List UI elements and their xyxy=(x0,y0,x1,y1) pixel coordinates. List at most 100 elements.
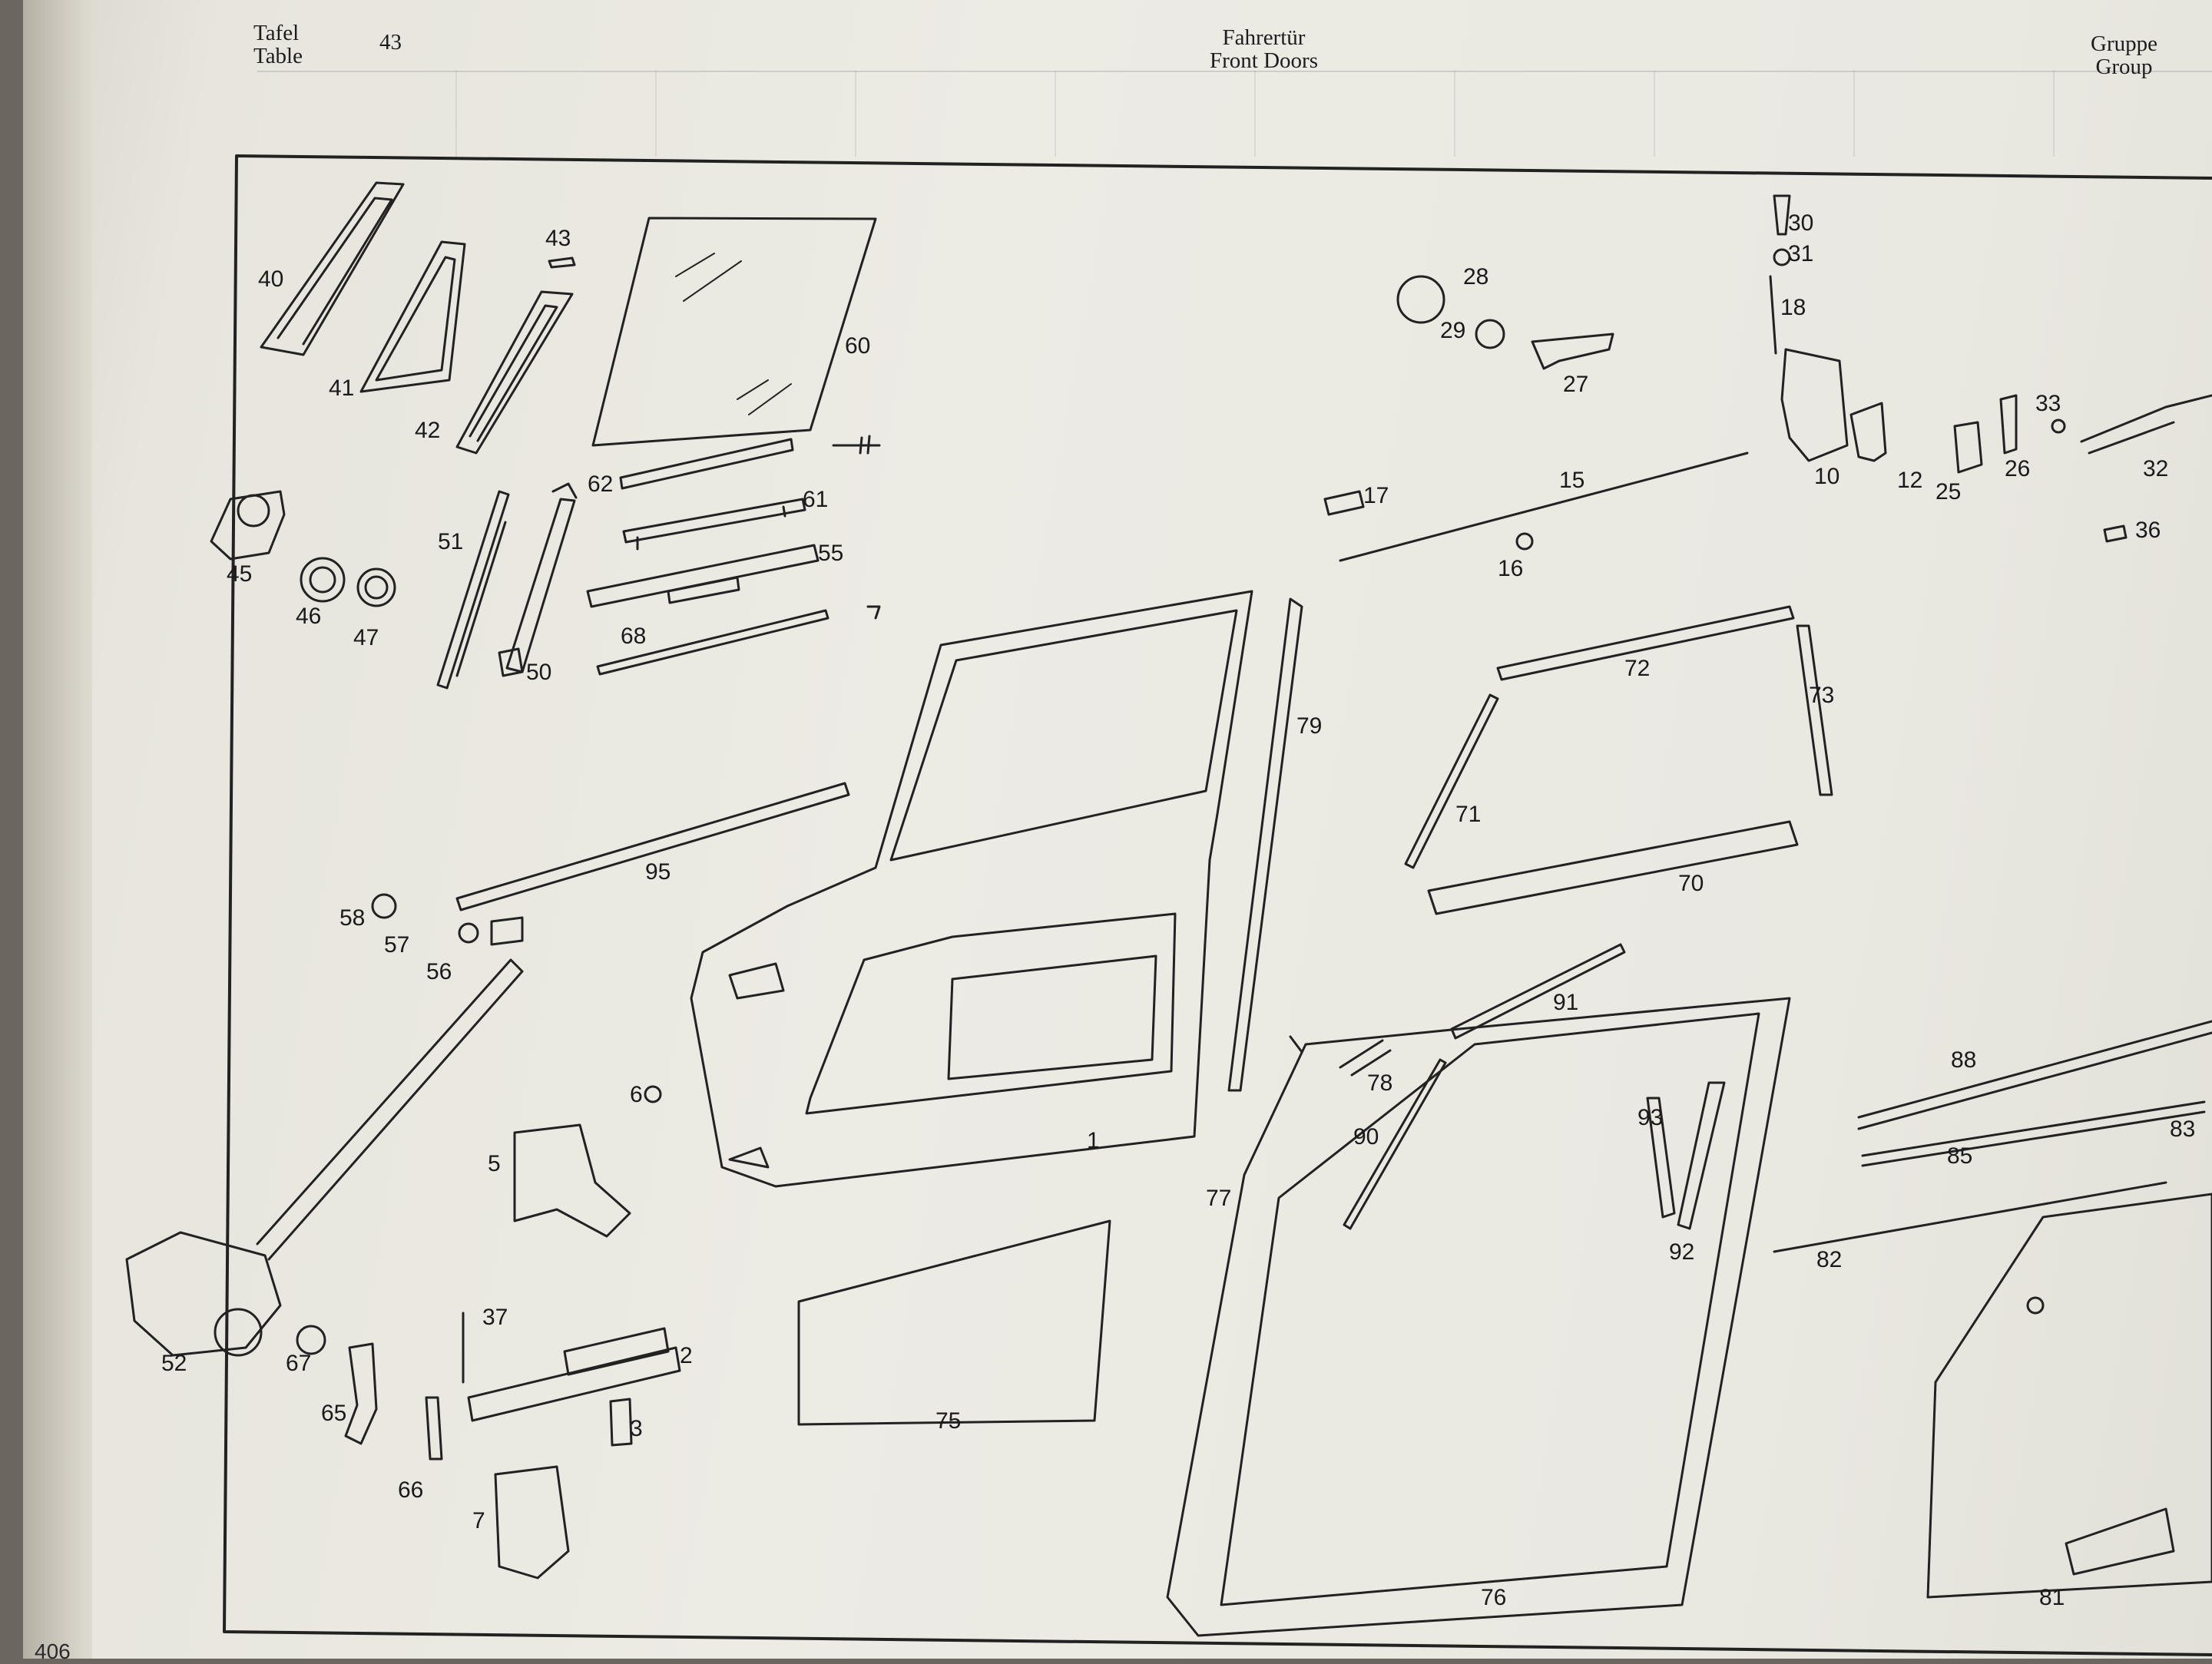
handle-12 xyxy=(1849,402,1887,462)
callout-25: 25 xyxy=(1936,479,1961,504)
callout-82: 82 xyxy=(1816,1247,1842,1272)
clip-17 xyxy=(1323,490,1365,516)
callout-61: 61 xyxy=(803,487,828,512)
guide-rail-50 xyxy=(498,482,578,677)
pad-56 xyxy=(490,916,524,946)
callout-46: 46 xyxy=(296,604,321,629)
callout-52: 52 xyxy=(161,1351,187,1376)
page-title: Fahrertür Front Doors xyxy=(1210,26,1318,72)
callout-70: 70 xyxy=(1678,871,1704,896)
pocket-81 xyxy=(2065,1507,2175,1576)
callout-60: 60 xyxy=(845,333,870,359)
callout-37: 37 xyxy=(482,1305,508,1330)
group-label: Gruppe Group xyxy=(2091,32,2157,78)
callout-40: 40 xyxy=(258,266,283,292)
callout-6: 6 xyxy=(630,1082,643,1107)
callout-93: 93 xyxy=(1637,1105,1663,1130)
callout-92: 92 xyxy=(1669,1239,1694,1265)
callout-62: 62 xyxy=(588,471,613,497)
lever-27 xyxy=(1531,332,1614,370)
part-25 xyxy=(1953,421,1983,474)
screw-33 xyxy=(2051,418,2066,434)
callout-3: 3 xyxy=(630,1416,643,1441)
callout-33: 33 xyxy=(2035,391,2061,416)
hinge-7 xyxy=(494,1465,570,1580)
callout-32: 32 xyxy=(2143,456,2168,481)
group-label-de: Gruppe xyxy=(2091,31,2157,56)
lifter-arm xyxy=(256,958,524,1261)
seal-93 xyxy=(1646,1097,1676,1219)
crank-65 xyxy=(344,1342,378,1445)
door-glass-60 xyxy=(591,217,877,447)
book-spine-shadow xyxy=(23,0,92,1659)
callout-18: 18 xyxy=(1780,295,1806,320)
callout-47: 47 xyxy=(353,625,379,650)
table-label-en: Table xyxy=(253,44,303,68)
callout-95: 95 xyxy=(645,859,671,885)
motor-45 xyxy=(210,490,286,561)
bushing-47 xyxy=(356,567,396,607)
seal-79 xyxy=(1227,597,1303,1092)
strip-85 xyxy=(1861,1100,2206,1167)
channel-62 xyxy=(619,438,794,490)
callout-28: 28 xyxy=(1463,264,1488,289)
catalog-page xyxy=(23,0,2212,1659)
trim-panel xyxy=(1926,1193,2212,1599)
callout-71: 71 xyxy=(1455,802,1481,827)
callout-10: 10 xyxy=(1814,464,1839,489)
callout-45: 45 xyxy=(227,561,252,587)
callout-55: 55 xyxy=(818,541,843,566)
callout-85: 85 xyxy=(1947,1143,1972,1169)
page-title-de: Fahrertür xyxy=(1222,25,1306,50)
seal-78 xyxy=(1339,1039,1392,1077)
door-window-opening xyxy=(889,609,1238,862)
rod-18 xyxy=(1769,275,1777,355)
callout-29: 29 xyxy=(1440,318,1465,343)
lock-10 xyxy=(1780,348,1849,462)
callout-91: 91 xyxy=(1553,990,1578,1015)
vent-glass-42 xyxy=(455,290,574,455)
callout-27: 27 xyxy=(1563,372,1588,397)
outer-handle-32 xyxy=(2080,394,2212,455)
strip-95 xyxy=(455,782,850,911)
seal-90 xyxy=(1343,1058,1447,1230)
callout-73: 73 xyxy=(1809,683,1834,708)
callout-68: 68 xyxy=(621,624,646,649)
callout-17: 17 xyxy=(1363,483,1389,508)
washer-67 xyxy=(296,1325,326,1355)
panel-75 xyxy=(797,1219,1111,1426)
star-washer-58 xyxy=(371,893,397,919)
diagram-border xyxy=(223,154,2212,1656)
door-shell-1 xyxy=(690,590,1253,1188)
vent-frame-41 xyxy=(359,240,466,393)
page-title-en: Front Doors xyxy=(1210,48,1318,73)
part-26 xyxy=(1999,394,2018,455)
callout-78: 78 xyxy=(1367,1070,1392,1096)
callout-72: 72 xyxy=(1624,656,1650,681)
table-number: 43 xyxy=(379,30,402,55)
channel-61 xyxy=(622,498,806,551)
latch-2 xyxy=(467,1327,681,1422)
callout-56: 56 xyxy=(426,959,452,984)
gear-46 xyxy=(300,557,346,603)
bezel-28 xyxy=(1396,275,1445,324)
strip-70 xyxy=(1427,820,1799,915)
callout-75: 75 xyxy=(935,1408,961,1434)
lock-button-30 xyxy=(1773,194,1791,236)
seal-77 xyxy=(1166,997,1791,1637)
callout-1: 1 xyxy=(1087,1128,1100,1153)
callout-36: 36 xyxy=(2135,518,2161,543)
callout-42: 42 xyxy=(415,418,440,443)
callout-2: 2 xyxy=(680,1343,693,1368)
page-number: 406 xyxy=(35,1639,71,1663)
strip-88 xyxy=(1857,1020,2212,1130)
callout-5: 5 xyxy=(488,1151,501,1176)
callout-88: 88 xyxy=(1951,1047,1976,1073)
part-36 xyxy=(2103,524,2128,543)
callout-41: 41 xyxy=(329,375,354,401)
callout-81: 81 xyxy=(2039,1585,2065,1610)
callout-57: 57 xyxy=(384,932,409,958)
channel-55 xyxy=(586,544,820,608)
latch-part-3 xyxy=(609,1398,633,1447)
